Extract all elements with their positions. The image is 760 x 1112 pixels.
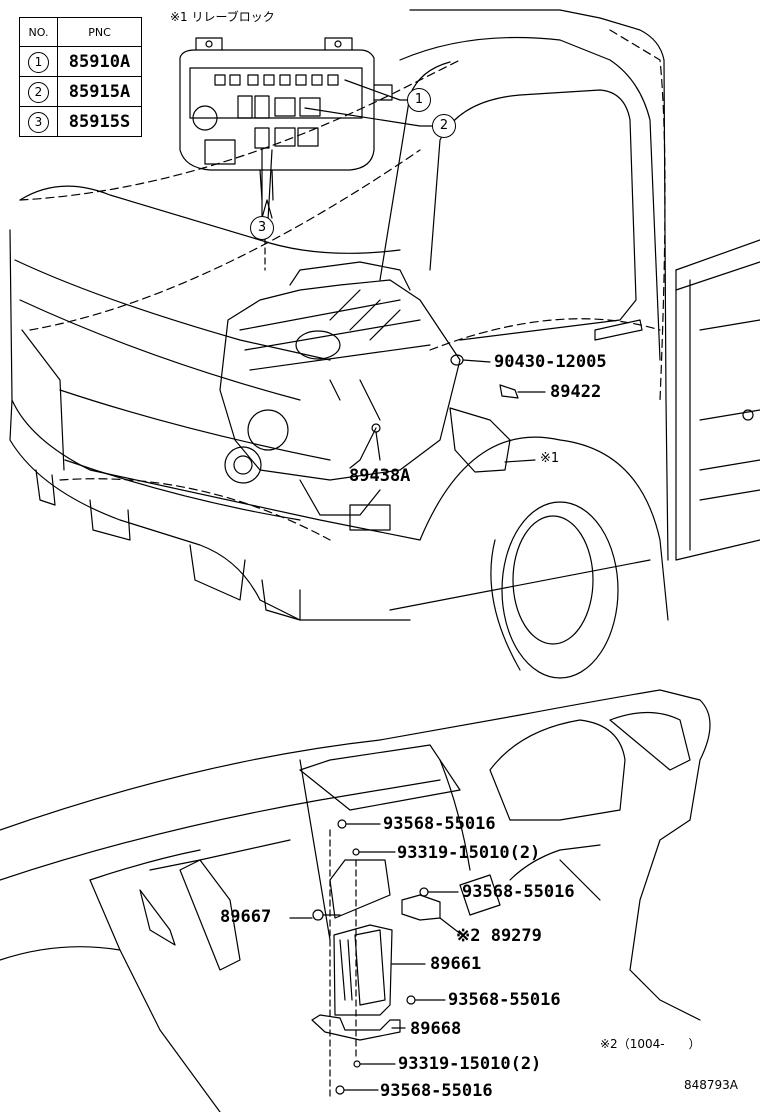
callout-1[interactable]: 1: [407, 88, 431, 112]
table-row: 2 85915A: [19, 76, 142, 107]
part-label-93568-55016-b[interactable]: 93568-55016: [462, 882, 575, 902]
part-label-89279[interactable]: ※2 89279: [456, 926, 542, 946]
row-number: 1: [28, 51, 49, 73]
part-label-93568-55016-c[interactable]: 93568-55016: [448, 990, 561, 1010]
callout-3[interactable]: 3: [250, 216, 274, 240]
part-label-93319-15010-a[interactable]: 93319-15010(2): [397, 843, 541, 863]
dashboard-drawing: [0, 689, 711, 1112]
table-row: 3 85915S: [19, 106, 142, 137]
cargo-bed-drawing: [675, 239, 760, 561]
ref-mark-1: ※1: [540, 451, 560, 466]
column-header-no: NO.: [19, 17, 58, 47]
part-label-89668[interactable]: 89668: [410, 1019, 462, 1039]
ecu-bracket-drawing: [289, 819, 463, 1101]
footnote: ※2（1004- ）: [600, 1037, 701, 1051]
part-label-90430-12005[interactable]: 90430-12005: [494, 352, 607, 372]
row-number: 3: [28, 111, 49, 133]
callout-2[interactable]: 2: [432, 114, 456, 138]
row-pnc: 85915S: [57, 106, 142, 137]
engine-drawing: [219, 261, 461, 531]
part-label-93568-55016-a[interactable]: 93568-55016: [383, 814, 496, 834]
row-number: 2: [28, 81, 49, 103]
part-label-93319-15010-b[interactable]: 93319-15010(2): [398, 1054, 542, 1074]
relay-block-drawing: [179, 37, 393, 219]
pnc-table: NO. PNC 1 85910A 2 85915A 3 85915S: [19, 17, 142, 137]
table-row: 1 85910A: [19, 46, 142, 77]
part-label-89438a[interactable]: 89438A: [349, 466, 411, 486]
part-label-93568-55016-d[interactable]: 93568-55016: [380, 1081, 493, 1101]
truck-cab-drawing: [9, 9, 669, 679]
part-label-89667[interactable]: 89667: [220, 907, 272, 927]
table-header-row: NO. PNC: [19, 17, 142, 47]
column-header-pnc: PNC: [57, 17, 142, 47]
part-label-89661[interactable]: 89661: [430, 954, 482, 974]
part-label-89422[interactable]: 89422: [550, 382, 602, 402]
diagram-code: 848793A: [684, 1078, 739, 1092]
row-pnc: 85915A: [57, 76, 142, 107]
row-pnc: 85910A: [57, 46, 142, 77]
relay-block-title: ※1 リレーブロック: [170, 10, 275, 24]
